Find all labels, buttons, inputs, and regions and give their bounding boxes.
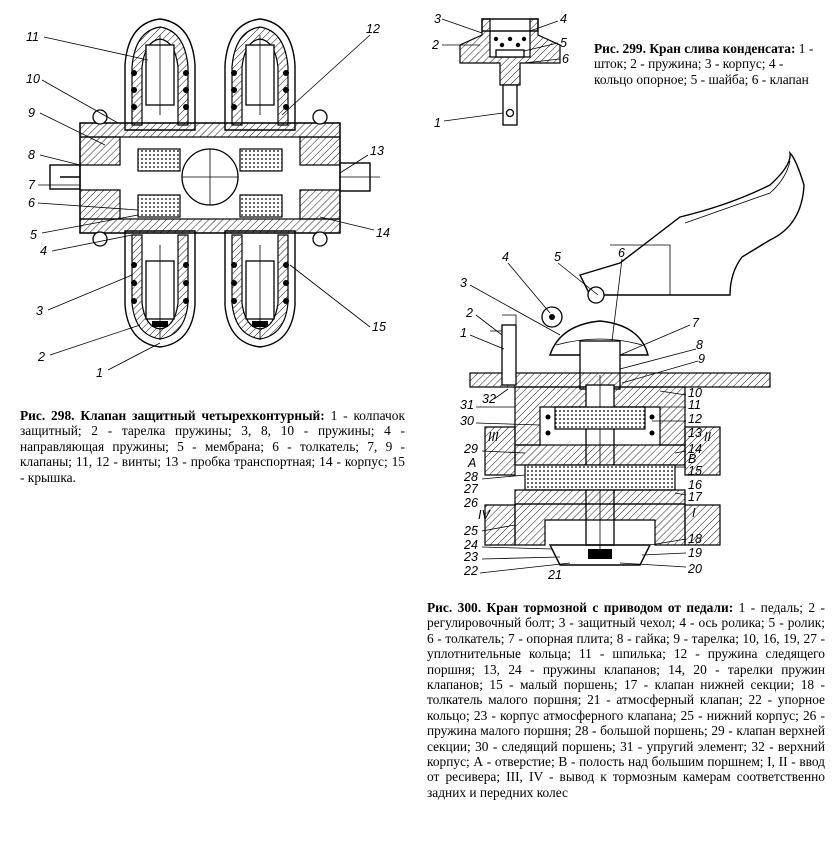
figure-298-text: 1 - колпачок защитный; 2 - тарелка пружи… (20, 408, 405, 485)
figure-300-text: 1 - педаль; 2 - регулировочный болт; 3 -… (427, 600, 825, 800)
fig300-label-18: 18 (688, 532, 702, 546)
fig300-label-12: 12 (688, 412, 702, 426)
fig300-label-31: 31 (460, 398, 474, 412)
fig300-label-2: 2 (465, 306, 473, 320)
fig300-label-26: 26 (463, 496, 478, 510)
fig298-label-13: 13 (370, 144, 384, 158)
fig298-label-4: 4 (40, 244, 47, 258)
fig299-label-1: 1 (434, 116, 441, 130)
fig300-label-B: В (688, 452, 696, 466)
fig300-label-16: 16 (688, 478, 702, 492)
figure-299-drawing: 3 2 1 4 5 6 (431, 12, 569, 130)
figure-300-title: Рис. 300. Кран тормозной с приводом от п… (427, 600, 734, 615)
fig300-label-8: 8 (696, 338, 703, 352)
figure-298-title: Рис. 298. Клапан защитный четырехконтурн… (20, 408, 325, 423)
fig300-label-1: 1 (460, 326, 467, 340)
fig299-label-6: 6 (562, 52, 569, 66)
fig300-label-5: 5 (554, 250, 561, 264)
fig298-label-14: 14 (376, 226, 390, 240)
valve-body (49, 109, 380, 247)
fig300-label-11: 11 (688, 398, 701, 412)
fig300-label-4: 4 (502, 250, 509, 264)
upper-left-cap (124, 18, 196, 131)
fig299-label-5: 5 (560, 36, 567, 50)
fig300-label-25: 25 (463, 524, 478, 538)
fig300-label-22: 22 (463, 564, 478, 578)
pedal (579, 150, 805, 296)
fig298-label-9: 9 (28, 106, 35, 120)
fig298-label-12: 12 (366, 22, 380, 36)
fig299-label-3: 3 (434, 12, 441, 26)
fig298-leaders (37, 34, 375, 371)
fig300-label-32: 32 (482, 392, 496, 406)
fig300-label-IV: IV (478, 508, 491, 522)
fig299-label-2: 2 (431, 38, 439, 52)
fig300-label-24: 24 (463, 538, 478, 552)
fig300-label-14: 14 (688, 442, 702, 456)
figure-298-caption: Рис. 298. Клапан защитный четырехконтурн… (20, 408, 405, 485)
fig300-label-7: 7 (692, 316, 700, 330)
figure-299-caption: Рис. 299. Кран слива конденсата: 1 - што… (594, 41, 824, 87)
figure-300-caption: Рис. 300. Кран тормозной с приводом от п… (427, 600, 825, 800)
fig300-label-3: 3 (460, 276, 467, 290)
fig300-label-20: 20 (687, 562, 702, 576)
figure-299-title: Рис. 299. Кран слива конденсата: (594, 41, 796, 56)
fig298-label-15: 15 (372, 320, 386, 334)
fig298-label-3: 3 (36, 304, 43, 318)
fig300-label-III: III (488, 430, 499, 444)
fig300-label-13: 13 (688, 426, 702, 440)
fig298-label-10: 10 (26, 72, 40, 86)
figure-300-drawing: 4 5 6 3 2 1 7 8 9 32 31 30 10 11 12 III … (460, 150, 805, 582)
fig298-label-1: 1 (96, 366, 103, 380)
fig300-label-30: 30 (460, 414, 474, 428)
fig300-label-9: 9 (698, 352, 705, 366)
fig299-label-4: 4 (560, 12, 567, 26)
fig298-labels: 11 12 10 9 8 7 6 5 4 3 2 1 13 14 15 (26, 22, 390, 380)
fig298-label-5: 5 (30, 228, 37, 242)
fig300-label-15: 15 (688, 464, 702, 478)
fig300-leaders (469, 258, 699, 574)
fig300-label-21: 21 (547, 568, 562, 582)
fig298-label-7: 7 (28, 178, 36, 192)
fig300-label-17: 17 (688, 490, 703, 504)
figure-299-text: 1 - шток; 2 - пружина; 3 - корпус; 4 - к… (594, 41, 814, 87)
fig300-label-28: 28 (463, 470, 478, 484)
fig298-label-11: 11 (26, 30, 39, 44)
upper-right-cap (224, 18, 296, 131)
fig298-label-6: 6 (28, 196, 35, 210)
fig298-label-8: 8 (28, 148, 35, 162)
fig300-label-23: 23 (463, 550, 478, 564)
fig300-label-19: 19 (688, 546, 702, 560)
fig300-label-A: А (467, 456, 476, 470)
fig300-label-27: 27 (463, 482, 479, 496)
fig300-label-29: 29 (463, 442, 478, 456)
fig298-label-2: 2 (37, 350, 45, 364)
lower-left-cap (124, 230, 196, 348)
figure-298-drawing: 11 12 10 9 8 7 6 5 4 3 2 1 13 14 15 (26, 18, 390, 380)
fig300-label-I: I (692, 506, 696, 520)
fig300-label-10: 10 (688, 386, 702, 400)
lower-right-cap (224, 230, 296, 348)
fig300-label-6: 6 (618, 246, 625, 260)
fig300-labels: 4 5 6 3 2 1 7 8 9 32 31 30 10 11 12 III … (460, 246, 711, 582)
fig300-label-II: II (704, 430, 711, 444)
